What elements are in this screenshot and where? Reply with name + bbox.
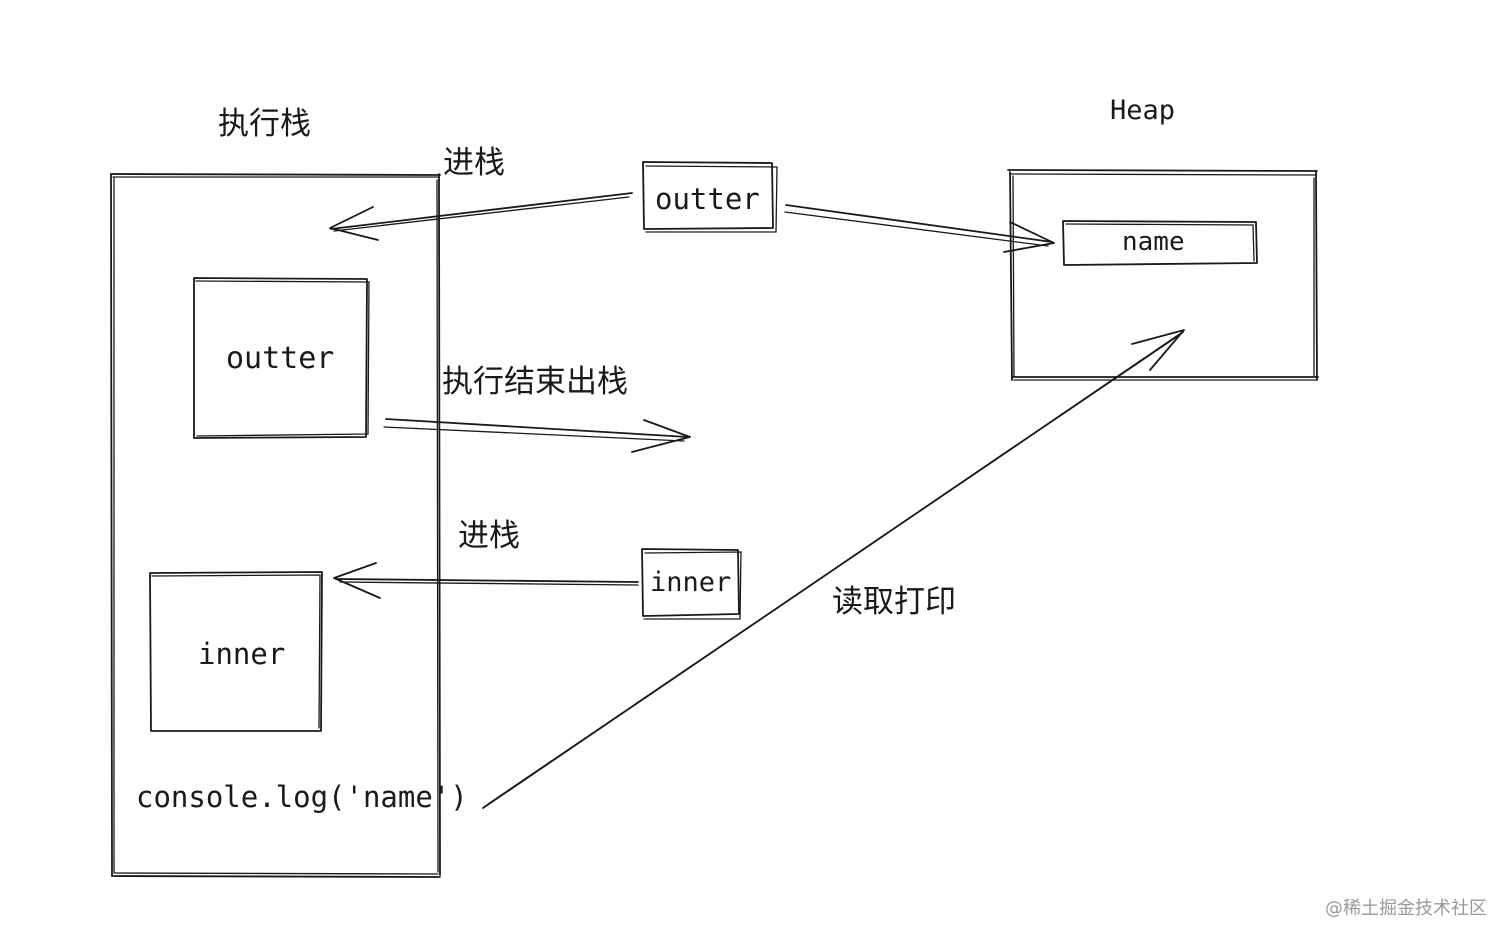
heap-container: [1007, 169, 1319, 381]
floating-inner-label: inner: [650, 567, 731, 598]
stack-frame-outter: [193, 277, 370, 439]
arrow-push-outter-label: 进栈: [443, 145, 505, 181]
watermark: @稀土掘金技术社区: [1325, 898, 1487, 919]
arrow-pop-outter: [383, 418, 691, 453]
arrow-push-inner: [333, 562, 639, 599]
heap-title: Heap: [1110, 95, 1175, 126]
console-log-statement: console.log('name'): [136, 780, 468, 814]
stack-container: [110, 173, 441, 878]
heap-name-label: name: [1122, 227, 1185, 257]
arrow-pop-outter-label: 执行结束出栈: [442, 364, 628, 400]
stack-title: 执行栈: [218, 106, 311, 142]
arrow-push-inner-label: 进栈: [458, 518, 520, 554]
stack-frame-inner-label: inner: [198, 637, 285, 671]
arrow-read-print: [482, 329, 1185, 809]
arrow-read-print-label: 读取打印: [832, 584, 956, 620]
arrow-push-outter: [329, 192, 633, 241]
heap-name-box: [1062, 220, 1258, 266]
floating-inner-box: [641, 548, 742, 620]
floating-outter-box: [642, 161, 778, 233]
stack-frame-outter-label: outter: [226, 341, 334, 376]
arrow-outter-to-heap: [784, 204, 1055, 253]
floating-outter-label: outter: [655, 182, 760, 216]
stack-frame-inner: [149, 571, 323, 732]
